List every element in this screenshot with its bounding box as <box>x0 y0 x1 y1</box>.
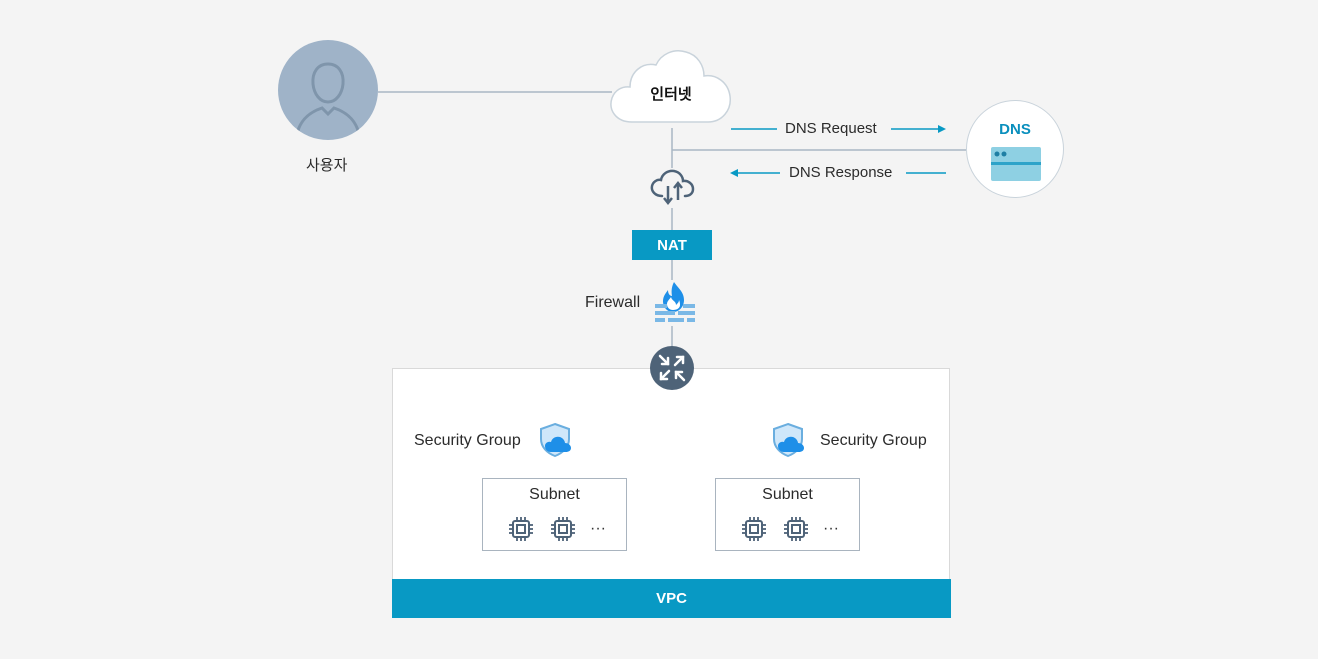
user-avatar-icon <box>278 40 378 140</box>
dns-request-label: DNS Request <box>785 120 877 137</box>
internet-label: 인터넷 <box>650 86 692 103</box>
server-icon <box>991 147 1041 181</box>
dns-response-label: DNS Response <box>789 164 893 181</box>
nat-gateway: NAT <box>632 230 712 260</box>
subnet-label: Subnet <box>529 486 580 503</box>
shield-cloud-icon <box>771 422 807 458</box>
dns-title: DNS <box>999 121 1031 138</box>
user-label: 사용자 <box>306 157 348 174</box>
cpu-chip-icon <box>784 517 808 541</box>
cpu-chip-icon <box>742 517 766 541</box>
security-group-label-left: Security Group <box>414 432 521 449</box>
cloud-icon <box>606 46 736 136</box>
firewall-icon <box>652 280 698 326</box>
firewall-label: Firewall <box>585 294 641 311</box>
cloud-upload-download-icon <box>648 168 696 208</box>
subnet-right: Subnet <box>715 478 860 551</box>
more-instances: ··· <box>823 520 839 537</box>
cpu-chip-icon <box>509 517 533 541</box>
dns-server: DNS <box>966 100 1064 198</box>
subnet-label: Subnet <box>762 486 813 503</box>
subnet-left: Subnet <box>482 478 627 551</box>
security-group-label-right: Security Group <box>820 432 927 449</box>
vpc-label: VPC <box>392 579 951 618</box>
cpu-chip-icon <box>551 517 575 541</box>
shield-cloud-icon <box>538 422 574 458</box>
router-icon <box>649 345 695 391</box>
more-instances: ··· <box>590 520 606 537</box>
